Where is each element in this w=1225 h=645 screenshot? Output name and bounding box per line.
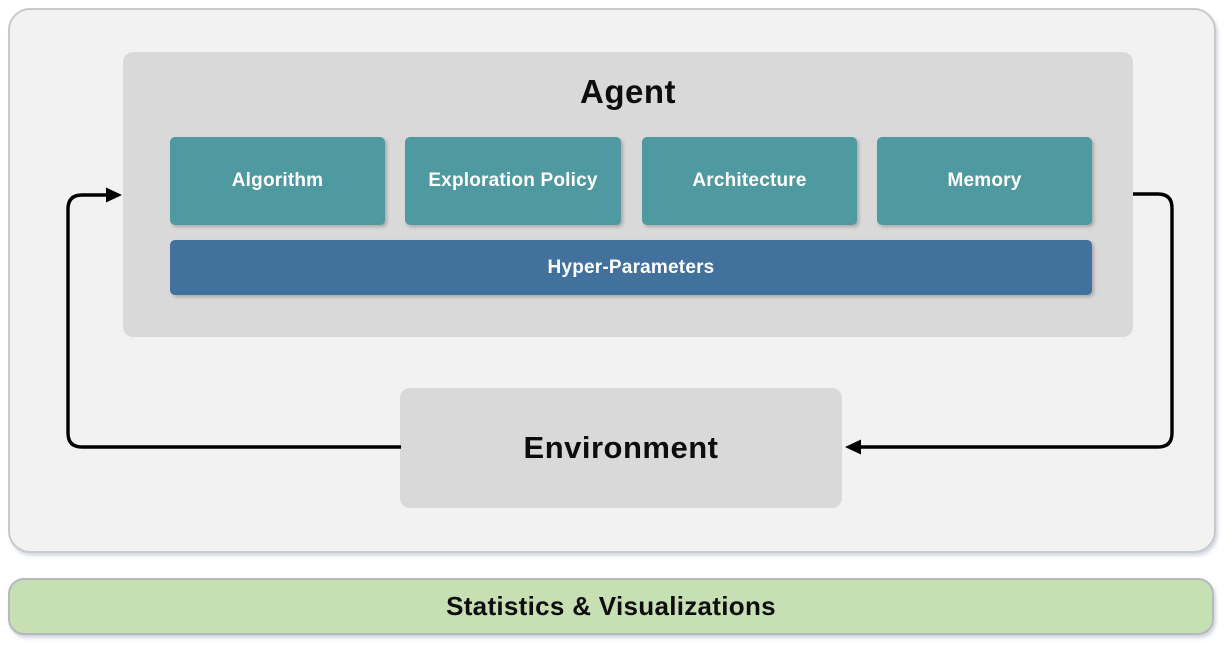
agent-component-algorithm: Algorithm [170, 137, 385, 225]
hyper-parameters-label: Hyper-Parameters [547, 256, 715, 278]
agent-component-label: Architecture [692, 170, 807, 191]
environment-label: Environment [523, 430, 719, 465]
agent-component-label: Algorithm [231, 170, 324, 191]
statistics-visualizations-label: Statistics & Visualizations [446, 591, 776, 621]
agent-component-exploration-policy: Exploration Policy [405, 137, 621, 225]
agent-title: Agent [580, 73, 676, 110]
environment-box: Environment [400, 388, 842, 508]
statistics-visualizations-bar: Statistics & Visualizations [8, 578, 1214, 635]
agent-component-architecture: Architecture [642, 137, 857, 225]
agent-component-label: Memory [947, 170, 1022, 191]
agent-component-memory: Memory [877, 137, 1092, 225]
agent-component-label: Exploration Policy [428, 170, 598, 191]
hyper-parameters-bar: Hyper-Parameters [170, 240, 1092, 295]
